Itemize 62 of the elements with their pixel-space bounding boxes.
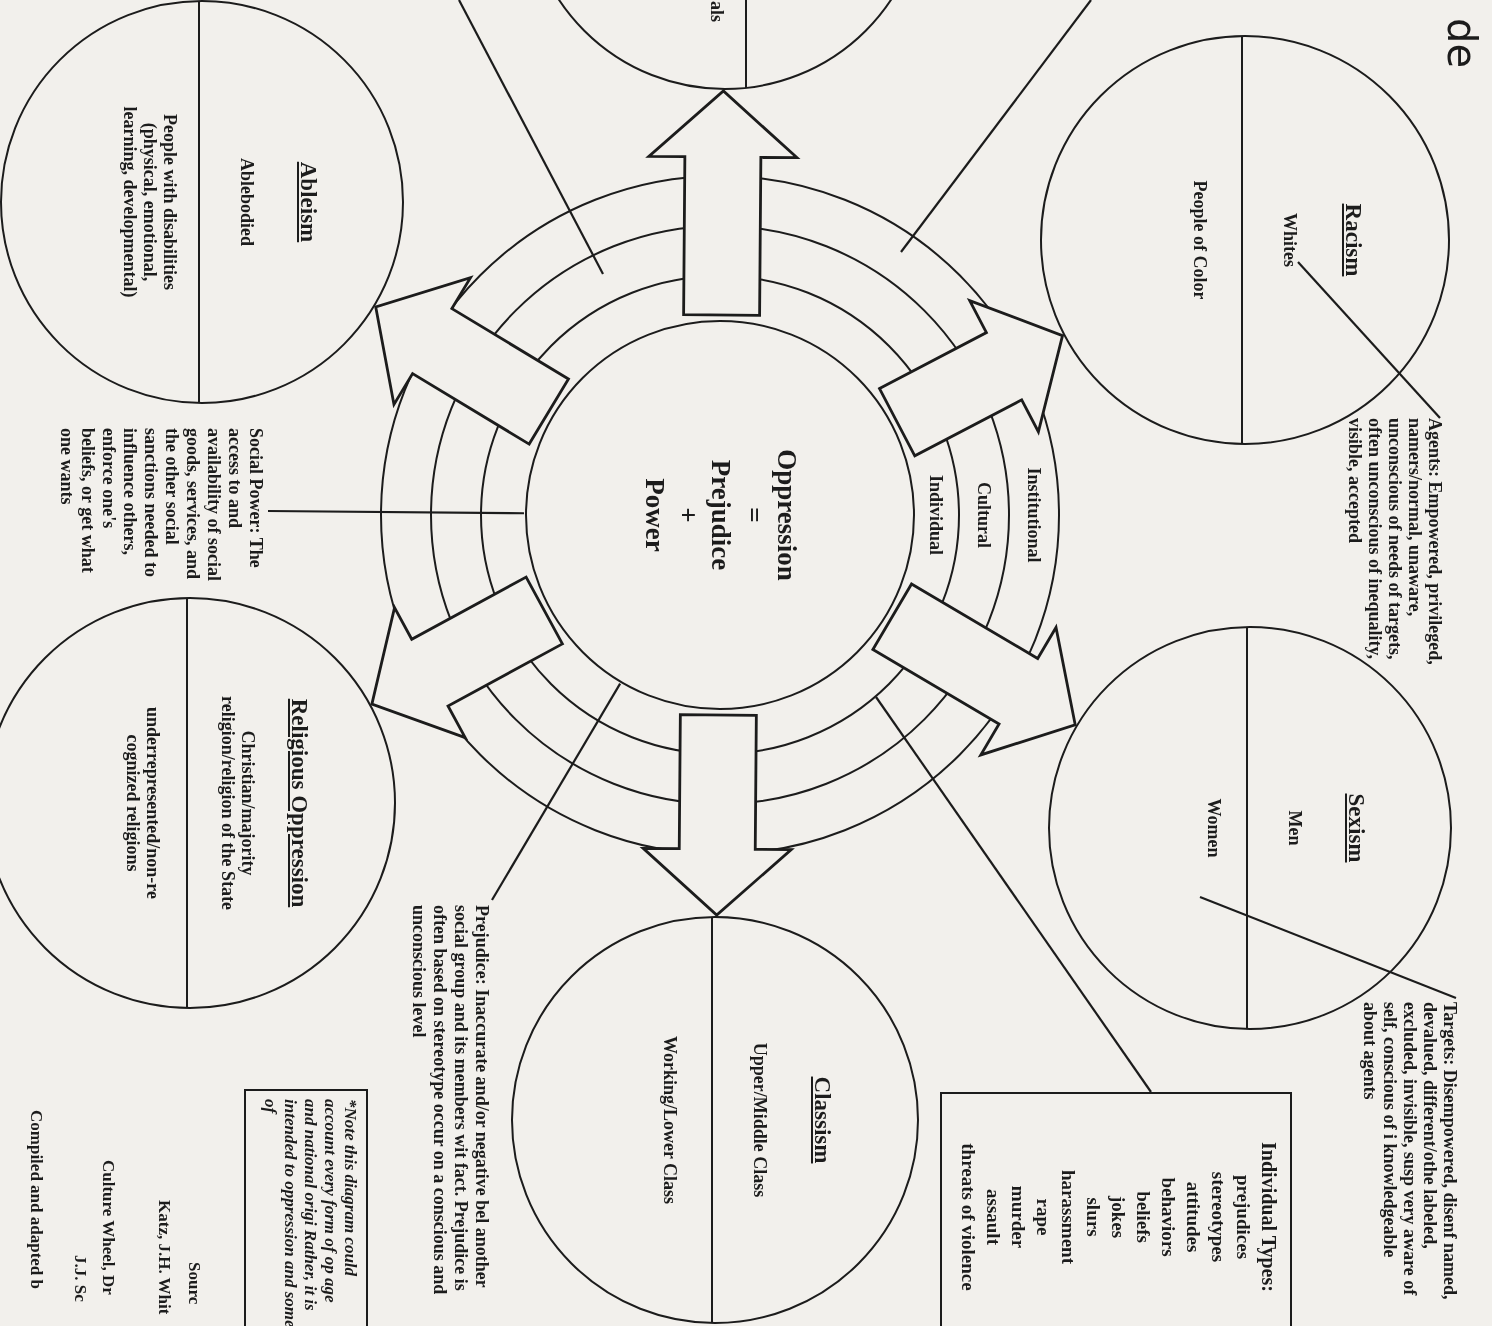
annotation-text: Agents: Empowered, privileged, namers/normal, unaware, unconscious of needs of targets, often unconscious of inequality, visible, accepted bbox=[1345, 418, 1445, 698]
center-text: Oppression bbox=[770, 449, 803, 581]
center-text: Power bbox=[638, 478, 671, 552]
ring-label: Cultural bbox=[973, 482, 993, 548]
circle-heading: Ableism bbox=[295, 161, 322, 243]
block-arrow bbox=[374, 275, 571, 446]
block-arrow bbox=[639, 713, 795, 917]
center-text: = bbox=[737, 507, 770, 523]
group-label: Women bbox=[1203, 698, 1224, 958]
list-item: slurs bbox=[1082, 1197, 1105, 1237]
list-box bbox=[940, 1092, 1292, 1326]
circle-heading: Racism bbox=[1340, 203, 1366, 277]
leader-line bbox=[268, 509, 525, 515]
circle-heading: Classism bbox=[809, 1076, 836, 1164]
source-text: Compiled and adapted b bbox=[26, 1110, 46, 1290]
leader-line bbox=[491, 683, 622, 901]
ring-label: Individual bbox=[926, 474, 945, 556]
leader-line bbox=[875, 696, 1152, 1093]
source-text: Katz, J.H. Whit bbox=[154, 1200, 174, 1315]
list-item: beliefs bbox=[1132, 1191, 1155, 1243]
source-text: J.J. Sc bbox=[70, 1255, 90, 1302]
list-item: behaviors bbox=[1157, 1177, 1180, 1257]
block-arrow bbox=[870, 582, 1077, 758]
leader-line bbox=[1297, 261, 1441, 419]
group-label: Christian/majority religion/religion of the State bbox=[218, 695, 259, 911]
ring-label: Institutional bbox=[1023, 467, 1043, 563]
list-item: rape bbox=[1032, 1198, 1055, 1236]
block-arrow bbox=[370, 575, 565, 741]
list-item: stereotypes bbox=[1207, 1171, 1230, 1263]
list-heading: Individual Types: bbox=[1256, 1142, 1281, 1292]
group-label: People of Color bbox=[1190, 110, 1211, 370]
list-item: murder bbox=[1007, 1185, 1030, 1249]
group-label: Upper/Middle Class bbox=[750, 990, 771, 1250]
group-label: Working/Lower Class bbox=[660, 990, 681, 1250]
list-item: attitudes bbox=[1182, 1181, 1205, 1253]
group-label: People with disabilities (physical, emotional, learning, developmental) bbox=[119, 87, 180, 317]
source-text: Culture Wheel, Dr bbox=[98, 1160, 118, 1295]
annotation-text: Social Power: The access to and availability of social goods, services, and the other social sanctions needed to influence others, enforce one's beliefs, or get what one wants bbox=[56, 428, 266, 586]
list-item: harassment bbox=[1057, 1170, 1080, 1264]
leader-line bbox=[458, 0, 604, 275]
center-text: + bbox=[671, 507, 704, 523]
cut-off-text: als bbox=[707, 1, 727, 22]
category-circle bbox=[511, 916, 919, 1324]
annotation-text: Targets: Disempowered, disenf named, devalued, different/othe labeled, excluded, invisible, susp very aware of self, conscious of i knowledgeable about agents bbox=[1360, 1002, 1460, 1302]
list-item: prejudices bbox=[1232, 1174, 1255, 1260]
circle-heading: Religious Oppression bbox=[285, 698, 312, 908]
block-arrow bbox=[645, 89, 801, 317]
block-arrow bbox=[877, 298, 1065, 458]
group-label: Ablebodied bbox=[236, 102, 257, 302]
group-label: Whites bbox=[1280, 140, 1301, 340]
group-label: underrepresented/non-re cognized religions bbox=[123, 695, 164, 911]
list-item: jokes bbox=[1107, 1195, 1130, 1239]
group-label: Men bbox=[1284, 728, 1305, 928]
list-item: threats of violence bbox=[957, 1143, 980, 1291]
circle-heading: Sexism bbox=[1343, 793, 1370, 863]
list-item: assault bbox=[982, 1189, 1005, 1245]
source-text: Sourc bbox=[184, 1262, 204, 1305]
leader-line bbox=[900, 0, 1092, 253]
annotation-text: Prejudice: Inaccurate and/or negative bel another social group and its members wit fact. Prejudice is often based on stereotype occur on a conscious and unconscious level bbox=[408, 905, 492, 1325]
title-fragment: de bbox=[1440, 18, 1484, 68]
leader-line bbox=[1199, 895, 1457, 1000]
center-text: Prejudice bbox=[704, 459, 737, 571]
